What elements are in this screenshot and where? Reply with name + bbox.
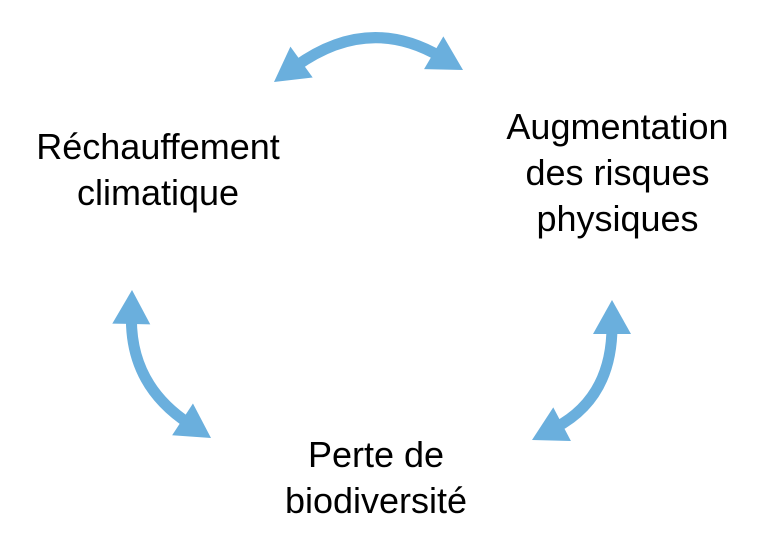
node-line: Réchauffement — [36, 126, 280, 167]
node-line: Perte de — [307, 434, 445, 475]
arrow-head — [112, 290, 151, 325]
node-line: climatique — [76, 172, 240, 213]
arrow-head — [274, 46, 313, 82]
arrow-biodiversite-rechauffement — [125, 315, 193, 429]
node-line: des risques — [525, 152, 710, 193]
arrow-head — [172, 403, 211, 438]
arrow-rechauffement-risques — [291, 32, 444, 72]
node-line: physiques — [536, 198, 699, 239]
node-rechauffement-climatique: Réchauffement climatique — [8, 124, 308, 216]
arrow-head — [593, 300, 631, 334]
arrow-risques-biodiversite — [552, 325, 618, 433]
arrow-head — [424, 36, 463, 70]
arrow-head — [532, 407, 571, 442]
node-perte-biodiversite: Perte de biodiversité — [226, 432, 526, 524]
node-line: biodiversité — [284, 480, 468, 521]
node-line: Augmentation — [506, 106, 729, 147]
node-augmentation-risques-physiques: Augmentation des risques physiques — [470, 104, 765, 242]
